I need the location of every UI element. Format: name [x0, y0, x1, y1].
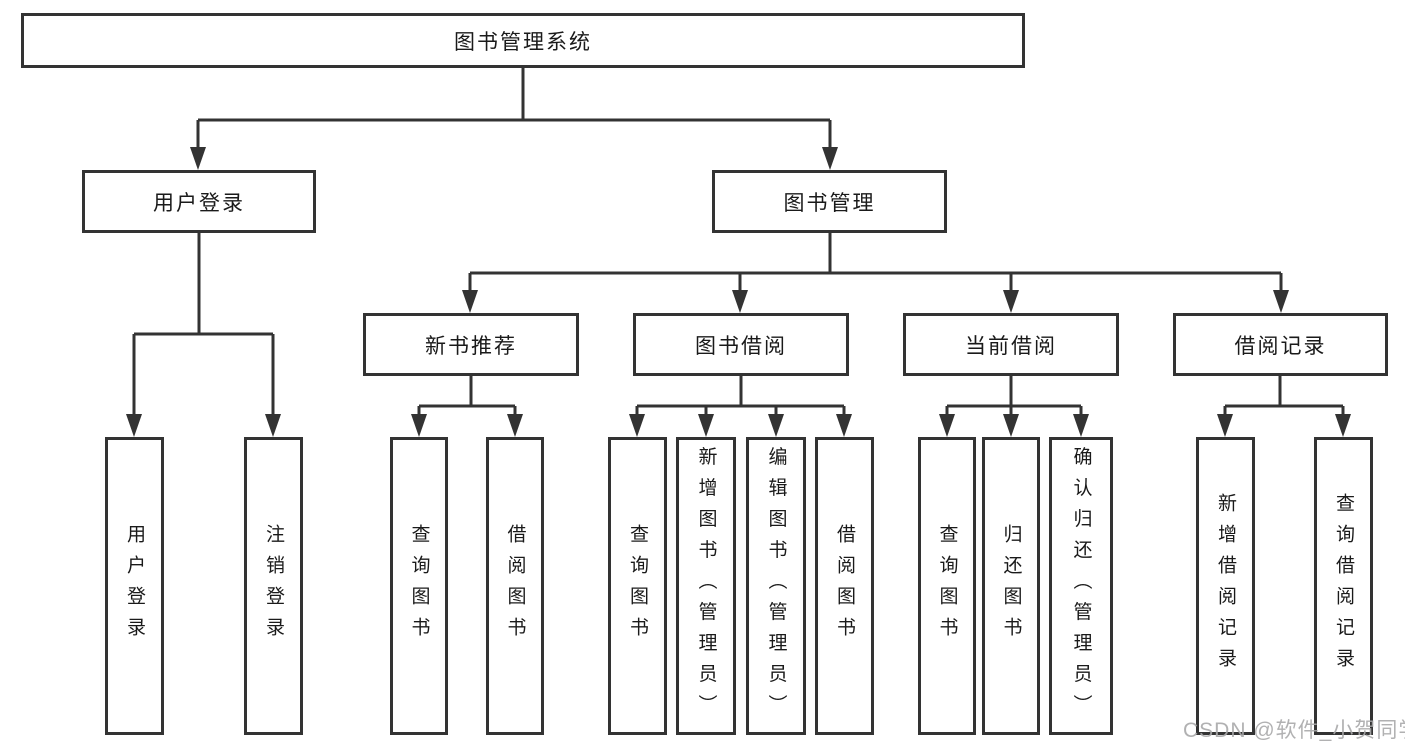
connector-group-book-borrow [635, 376, 846, 420]
leaf-cb-return-books-label: 归还图书 [1000, 524, 1022, 648]
leaf-user-login-label: 用户登录 [124, 524, 145, 648]
node-borrowing-records: 借阅记录 [1173, 313, 1388, 376]
leaf-nbr-borrow-books: 借阅图书 [486, 437, 544, 735]
leaf-cb-confirm-return-admin-label: 确认归还（管理员） [1070, 446, 1092, 726]
leaf-br-query-record-label: 查询借阅记录 [1333, 493, 1354, 679]
leaf-nbr-borrow-books-label: 借阅图书 [504, 524, 526, 648]
leaf-bb-borrow-books-label: 借阅图书 [834, 524, 855, 648]
node-book-management: 图书管理 [712, 170, 947, 233]
leaf-bb-edit-books-admin-label: 编辑图书（管理员） [765, 446, 787, 726]
leaf-cb-return-books: 归还图书 [982, 437, 1040, 735]
connector-group-new-book [417, 376, 517, 420]
connector-group-current-borrow [945, 376, 1083, 420]
connector-user-login-leaves [132, 233, 275, 416]
leaf-cb-confirm-return-admin: 确认归还（管理员） [1049, 437, 1113, 735]
leaf-br-add-record: 新增借阅记录 [1196, 437, 1255, 735]
leaf-logout: 注销登录 [244, 437, 303, 735]
leaf-nbr-query-books: 查询图书 [390, 437, 448, 735]
leaf-logout-label: 注销登录 [263, 524, 284, 648]
connector-group-borrow-records [1223, 376, 1345, 420]
leaf-bb-query-books-label: 查询图书 [627, 524, 648, 648]
arrowheads [126, 147, 1351, 437]
leaf-user-login: 用户登录 [105, 437, 164, 735]
leaf-nbr-query-books-label: 查询图书 [408, 524, 430, 648]
leaf-bb-query-books: 查询图书 [608, 437, 667, 735]
leaf-bb-add-books-admin: 新增图书（管理员） [676, 437, 736, 735]
connector-book-mgmt-groups [468, 233, 1283, 295]
connector-root-to-level1 [196, 68, 832, 150]
leaf-br-query-record: 查询借阅记录 [1314, 437, 1373, 735]
node-user-login: 用户登录 [82, 170, 316, 233]
node-new-book-recommendation: 新书推荐 [363, 313, 579, 376]
leaf-bb-borrow-books: 借阅图书 [815, 437, 874, 735]
leaf-bb-add-books-admin-label: 新增图书（管理员） [695, 446, 717, 726]
leaf-br-add-record-label: 新增借阅记录 [1215, 493, 1236, 679]
leaf-cb-query-books: 查询图书 [918, 437, 976, 735]
node-current-borrowing: 当前借阅 [903, 313, 1119, 376]
node-book-borrowing: 图书借阅 [633, 313, 849, 376]
leaf-bb-edit-books-admin: 编辑图书（管理员） [746, 437, 806, 735]
node-root-system: 图书管理系统 [21, 13, 1025, 68]
leaf-cb-query-books-label: 查询图书 [936, 524, 958, 648]
csdn-watermark: CSDN @软件_小贺同学 [1183, 719, 1405, 742]
